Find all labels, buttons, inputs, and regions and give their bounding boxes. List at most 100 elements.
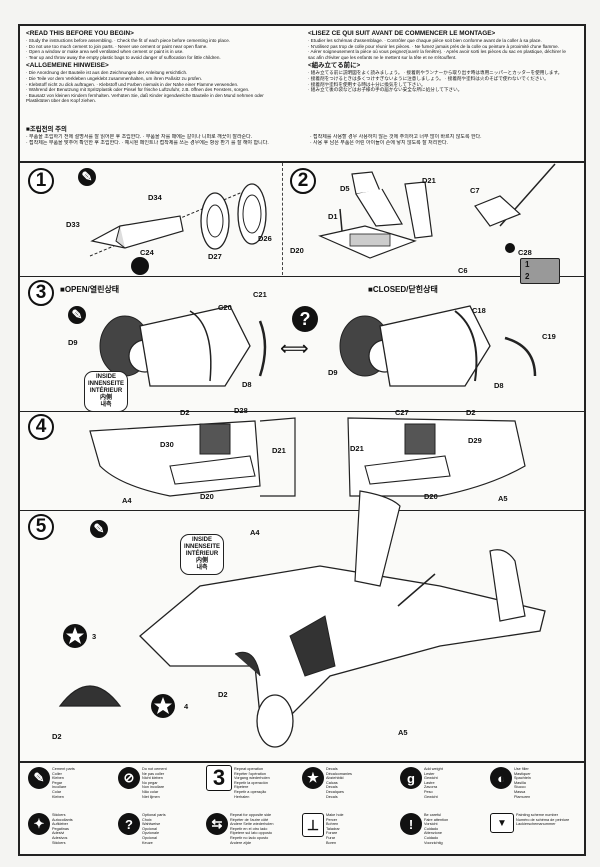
legend-line: Mastiquer: [514, 771, 531, 776]
legend-line: Opcional: [142, 835, 157, 840]
drill-icon: ⊥: [302, 813, 324, 837]
part-label: D20: [290, 246, 304, 255]
part-label: A4: [250, 528, 260, 537]
legend-line: No pegar: [142, 780, 158, 785]
legend-line: Spachteln: [514, 776, 531, 781]
legend-line: Calcas: [326, 780, 338, 785]
legend-line: Massa: [514, 789, 526, 794]
legend-line: Zavorra: [424, 785, 438, 790]
legend-text: Make hole Percer Bohren Taladrar Forare …: [326, 813, 386, 845]
legend-line: Furar: [326, 835, 336, 840]
legend-text: Optional parts Choix Wahlweise Opcional …: [142, 813, 202, 845]
inside-text: 내측: [196, 565, 208, 571]
legend-line: Não colar: [142, 789, 159, 794]
part-label: A5: [498, 494, 508, 503]
opposite-icon: ⇆: [206, 813, 228, 835]
cement-icon: ✎: [90, 520, 108, 538]
part-label: D2: [218, 690, 228, 699]
part-label: C27: [395, 408, 409, 417]
legend-line: Forare: [326, 831, 338, 836]
legend-line: Numéro de schéma de peinture: [516, 817, 570, 822]
legend-line: Cuidado: [424, 826, 439, 831]
part-label: D2: [52, 732, 62, 741]
step-divider: [20, 411, 584, 412]
legend-line: Andere Seite wiederholen: [230, 822, 274, 827]
inside-text: INSIDE: [192, 537, 213, 543]
part-label: D2: [180, 408, 190, 417]
legend-line: Autocollants: [52, 817, 73, 822]
legend-line: Peso: [424, 789, 433, 794]
part-label: D34: [148, 193, 162, 202]
legend-line: Repeat for opposite side: [230, 813, 272, 817]
legend-line: Wahlweise: [142, 822, 161, 827]
header-line: · Do not use too much cement to join par…: [26, 43, 208, 49]
part-label: D30: [160, 440, 174, 449]
step-3-number: 3: [28, 280, 54, 306]
legend-line: Decalques: [326, 789, 344, 794]
part-label: D8: [494, 381, 504, 390]
header-korean: ■조립전의 주의 · 부품을 조립하기 전에 설명서를 잘 읽어본 후 조립한다…: [26, 126, 581, 146]
header-line: · 組み立て後の袋などはお子様の手の届かない安全な所に処分して下さい。: [308, 87, 463, 93]
header-line: · 접착제를 사용할 경우 사용하지 않는 것에 주의하고 너무 많이 바르지 …: [310, 134, 482, 140]
painting-number-icon: ▼: [490, 813, 514, 833]
legend-line: Boren: [326, 840, 337, 845]
legend-line: Be careful: [424, 813, 442, 817]
header-line: · Die Teile vor dem Verkleben ungeklebt …: [26, 75, 203, 81]
weight-icon: g: [400, 767, 422, 789]
legend-line: Attenzione: [424, 831, 442, 836]
instruction-sheet: <READ THIS BEFORE YOU BEGIN> · Study the…: [18, 24, 586, 856]
header-line: · Study the instructions before assembli…: [26, 38, 231, 43]
header-left: <READ THIS BEFORE YOU BEGIN> · Study the…: [26, 30, 298, 104]
legend-line: Adesivi: [52, 831, 65, 836]
repeat-icon: 3: [206, 765, 232, 791]
inside-text: INTÉRIEUR: [185, 551, 219, 557]
inside-note: INSIDE INNENSEITE INTÉRIEUR 内側 내측: [180, 534, 225, 575]
option-icon: ?: [118, 813, 140, 835]
decal-icon: ★: [302, 767, 324, 789]
step-2-number: 2: [290, 168, 316, 194]
legend-line: Repetir la operación: [234, 780, 268, 785]
inside-text: 내측: [100, 402, 112, 408]
part-label: C18: [472, 306, 486, 315]
legend-line: Stickers: [52, 840, 66, 845]
part-label: D20: [200, 492, 214, 501]
step-3-drawing: [99, 305, 537, 387]
legend-line: Répéter l'opération: [234, 771, 266, 776]
header-notes: <READ THIS BEFORE YOU BEGIN> · Study the…: [20, 26, 584, 163]
part-label: D29: [468, 436, 482, 445]
legend-line: Décalcomanies: [326, 771, 352, 776]
part-label: D8: [242, 380, 252, 389]
header-line: · 組み立てる前に説明図をよく読みましょう。 · 接着剤やランナーから取り出す時…: [308, 70, 563, 76]
part-label: D28: [234, 406, 248, 415]
step-5-number: 5: [28, 514, 54, 540]
legend-line: Masilla: [514, 780, 526, 785]
inside-text: INTÉRIEUR: [89, 388, 123, 394]
legend-line: Lackierschemanummer: [516, 822, 556, 827]
legend-line: Opzionale: [142, 831, 160, 836]
legend-text: Do not cement Ne pas coller Nicht kleben…: [142, 767, 202, 799]
header-line: · 接着剤をつけるときは多くつけすぎないように注意しましょう。 · 接着剤や塗料…: [308, 75, 549, 81]
legend-line: Kleben: [52, 794, 64, 799]
paint-icon: ◐: [490, 767, 512, 789]
legend-line: Cement parts: [52, 767, 75, 771]
legend-line: Optional parts: [142, 813, 166, 817]
part-label: C28: [518, 248, 532, 257]
legend-line: Stickers: [52, 813, 66, 817]
legend-line: Taladrar: [326, 826, 340, 831]
legend-line: Ne pas coller: [142, 771, 165, 776]
part-label: D20: [424, 492, 438, 501]
part-label: D9: [328, 368, 338, 377]
inside-text: INNENSEITE: [184, 544, 221, 550]
legend-text: Decals Décalcomanies Abziehbild Calcas D…: [326, 767, 386, 799]
cement-icon: ✎: [68, 306, 86, 324]
part-label: D2: [466, 408, 476, 417]
cement-icon: ✎: [28, 767, 50, 789]
legend-line: Aufkleber: [52, 822, 69, 827]
open-label: ■OPEN/열린상태: [60, 285, 120, 294]
sticker-icon: ✦: [28, 813, 50, 835]
header-line: Plastiktüten über den Kopf ziehen.: [26, 98, 96, 104]
part-label: C19: [542, 332, 556, 341]
legend-line: Decals: [326, 785, 338, 790]
legend-text: Stickers Autocollants Aufkleber Pegatina…: [52, 813, 112, 845]
header-left-title: <READ THIS BEFORE YOU BEGIN>: [26, 30, 134, 37]
